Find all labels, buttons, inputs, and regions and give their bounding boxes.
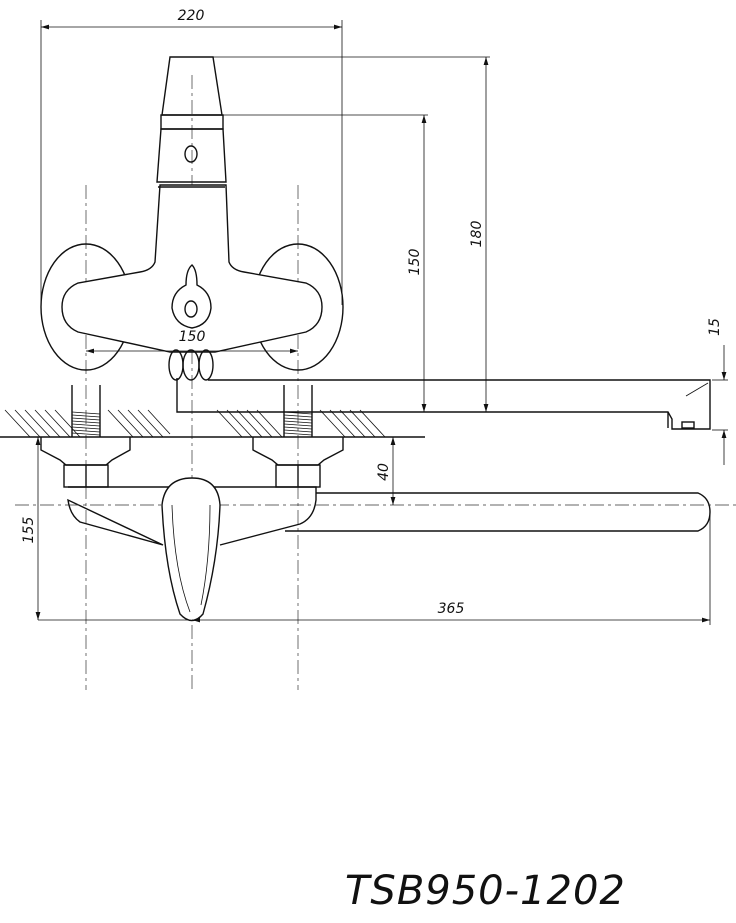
spout-side-view — [285, 492, 711, 532]
dim-15: 15 — [707, 318, 723, 336]
inlet-pipes — [71, 385, 313, 437]
spout-top-view — [176, 378, 711, 430]
dim-155: 155 — [21, 517, 37, 544]
body-side — [67, 486, 317, 546]
front-view: 220 150 180 15 — [40, 8, 728, 690]
lever-handle — [161, 477, 221, 622]
side-view: 150 155 365 40 — [0, 329, 736, 625]
flange-left — [40, 437, 131, 466]
dim-220: 220 — [178, 8, 205, 24]
model-number: TSB950-1202 — [345, 868, 626, 914]
wall-hatching — [4, 409, 386, 438]
mixer-body — [61, 184, 323, 353]
dim-150-spacing: 150 — [179, 329, 206, 345]
dim-150-height: 150 — [407, 249, 423, 276]
dim-365: 365 — [438, 601, 465, 617]
dim-180-height: 180 — [469, 221, 485, 248]
dim-40: 40 — [376, 463, 392, 481]
swivel-nut — [168, 349, 214, 381]
diverter-knob — [171, 264, 212, 329]
cartridge-cap — [156, 128, 227, 183]
